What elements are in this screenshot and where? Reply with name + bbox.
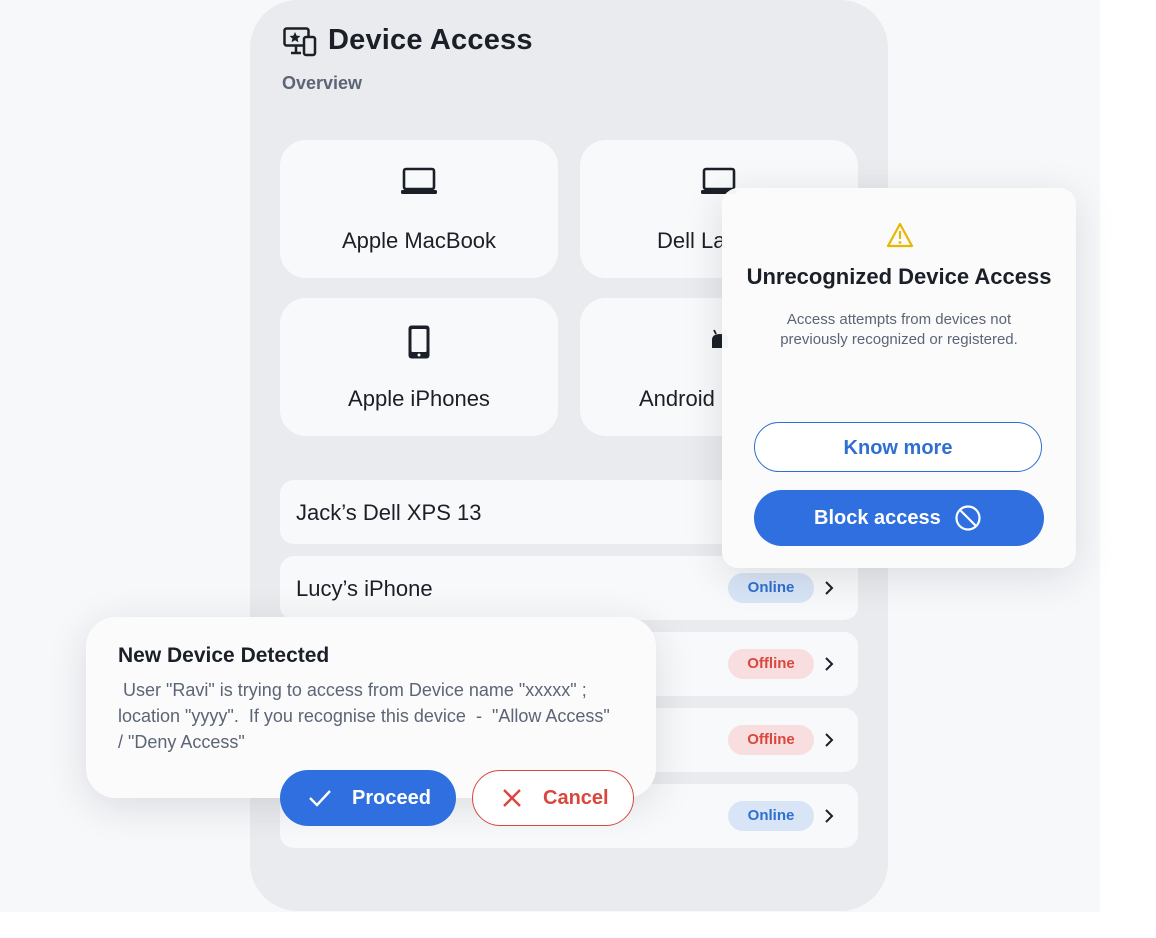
proceed-button[interactable]: Proceed: [280, 770, 456, 826]
device-name: Jack’s Dell XPS 13: [296, 500, 482, 525]
check-icon: [309, 790, 331, 807]
tile-apple-macbook[interactable]: Apple MacBook: [280, 140, 558, 278]
tile-apple-iphones[interactable]: Apple iPhones: [280, 298, 558, 436]
page-subtitle: Overview: [282, 73, 363, 93]
popup-description: Access attempts from devices not previou…: [780, 311, 1018, 348]
tile-label: Dell La: [657, 228, 726, 253]
popup-title: New Device Detected: [118, 644, 330, 667]
tile-label: Android: [639, 386, 715, 411]
know-more-button[interactable]: Know more: [754, 422, 1042, 472]
chevron-right-icon[interactable]: [824, 580, 834, 596]
page-title: Device Access: [328, 24, 533, 56]
status-badge: Online: [728, 801, 814, 831]
new-device-popup: New Device Detected User "Ravi" is tryin…: [86, 617, 656, 798]
status-badge: Offline: [728, 649, 814, 679]
block-access-button[interactable]: Block access: [754, 490, 1044, 546]
chevron-right-icon[interactable]: [824, 808, 834, 824]
warning-icon: [886, 222, 914, 248]
cancel-label: Cancel: [543, 787, 609, 809]
chevron-right-icon[interactable]: [824, 732, 834, 748]
status-badge: Offline: [728, 725, 814, 755]
proceed-label: Proceed: [352, 787, 431, 809]
close-icon: [503, 789, 521, 807]
laptop-icon: [401, 167, 437, 194]
status-badge: Online: [728, 573, 814, 603]
cancel-button[interactable]: Cancel: [472, 770, 634, 826]
popup-message: User "Ravi" is trying to access from Dev…: [118, 680, 610, 752]
chevron-right-icon[interactable]: [824, 656, 834, 672]
device-row[interactable]: Lucy’s iPhone Online: [280, 556, 858, 620]
device-access-icon: [283, 27, 317, 57]
popup-title: Unrecognized Device Access: [746, 264, 1052, 289]
unrecognized-device-popup: Unrecognized Device Access Access attemp…: [722, 188, 1076, 568]
phone-icon: [408, 325, 430, 359]
tile-label: Apple MacBook: [341, 228, 497, 253]
block-access-label: Block access: [814, 507, 941, 529]
block-icon: [955, 505, 981, 531]
tile-label: Apple iPhones: [348, 386, 490, 411]
device-name: Lucy’s iPhone: [296, 576, 433, 601]
